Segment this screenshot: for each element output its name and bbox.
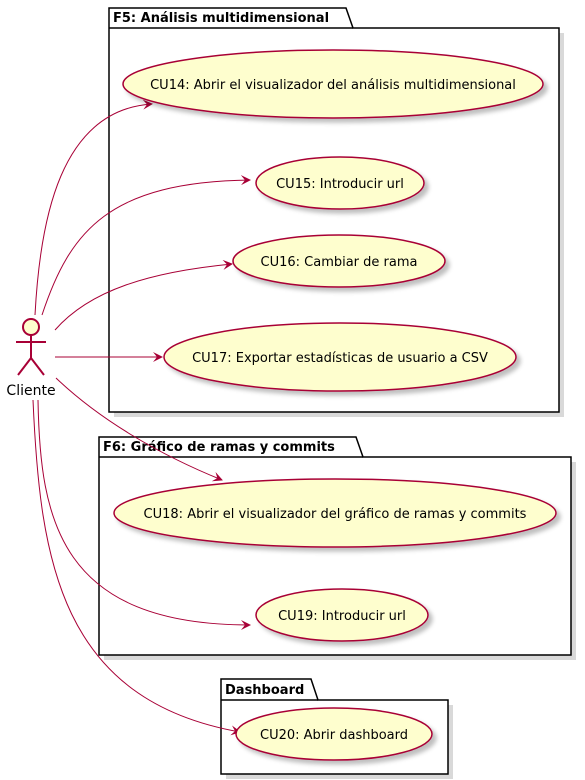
use-case-cu15-label: CU15: Introducir url xyxy=(276,177,404,192)
use-case-cu20: CU20: Abrir dashboard xyxy=(235,707,433,761)
association-cu19 xyxy=(37,399,251,630)
association-cu20 xyxy=(32,399,241,736)
actor-cliente: Cliente xyxy=(6,318,56,399)
package-f6-title: F6: Gráfico de ramas y commits xyxy=(103,440,335,455)
use-case-cu14: CU14: Abrir el visualizador del análisis… xyxy=(122,49,544,119)
use-case-cu18-label: CU18: Abrir el visualizador del gráfico … xyxy=(144,507,527,522)
association-cu18 xyxy=(55,377,223,482)
use-case-cu14-label: CU14: Abrir el visualizador del análisis… xyxy=(150,78,516,93)
association-cu15 xyxy=(41,175,251,316)
stick-figure-actor-icon xyxy=(16,318,46,376)
actor-name: Cliente xyxy=(6,383,55,399)
use-case-cu16: CU16: Cambiar de rama xyxy=(232,234,446,288)
use-case-cu15: CU15: Introducir url xyxy=(255,156,425,210)
associations xyxy=(32,99,251,736)
use-case-cu20-label: CU20: Abrir dashboard xyxy=(260,728,408,743)
use-case-cu17-label: CU17: Exportar estadísticas de usuario a… xyxy=(192,351,488,366)
package-dashboard-title: Dashboard xyxy=(225,683,304,698)
association-cu16 xyxy=(54,259,233,331)
package-f5-title: F5: Análisis multidimensional xyxy=(113,11,329,26)
use-case-cu19-label: CU19: Introducir url xyxy=(278,609,406,624)
use-case-cu18: CU18: Abrir el visualizador del gráfico … xyxy=(113,478,557,548)
use-case-cu17: CU17: Exportar estadísticas de usuario a… xyxy=(163,322,517,392)
use-case-cu16-label: CU16: Cambiar de rama xyxy=(261,255,418,270)
association-cu14 xyxy=(34,99,153,316)
use-case-cu19: CU19: Introducir url xyxy=(255,588,429,642)
